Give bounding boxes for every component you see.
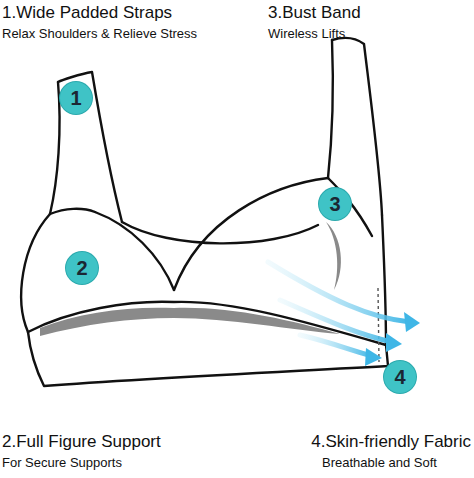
- feature-title: 1.Wide Padded Straps: [2, 3, 172, 23]
- feature-subtitle: For Secure Supports: [2, 456, 122, 471]
- callout-number: 1: [70, 88, 81, 108]
- left-cup-edge: [50, 209, 95, 214]
- arrow-line: [280, 300, 392, 342]
- right-side: [382, 215, 386, 345]
- feature-subtitle: Breathable and Soft: [322, 456, 437, 471]
- feature-title: 2.Full Figure Support: [2, 432, 161, 452]
- feature-title: 4.Skin-friendly Fabric: [311, 432, 471, 452]
- feature-title: 3.Bust Band: [268, 3, 361, 23]
- callout-number: 2: [76, 258, 87, 278]
- callout-circle: 1: [60, 82, 92, 114]
- bra-outline: [21, 38, 388, 386]
- band-bottom: [28, 332, 388, 386]
- breath-arrows: [268, 262, 410, 356]
- arrow-head: [404, 312, 420, 332]
- feature-subtitle: Relax Shoulders & Relieve Stress: [2, 27, 197, 42]
- right-cup-top: [174, 178, 328, 290]
- callout-number: 3: [329, 194, 340, 214]
- gray-support-band: [40, 308, 340, 336]
- left-strap: [58, 72, 122, 222]
- feature-subtitle: Wireless Lifts: [268, 27, 345, 42]
- arrow-head: [365, 348, 382, 366]
- left-cup-top: [95, 212, 174, 290]
- callout-circle: 3: [319, 188, 351, 220]
- left-strap-outer: [50, 82, 60, 214]
- arrow-heads: [365, 312, 420, 366]
- callout-number: 4: [394, 367, 405, 387]
- right-strap-inner: [328, 40, 333, 178]
- left-cup-side: [21, 214, 50, 332]
- hook-line: [378, 288, 379, 362]
- arrow-line: [300, 335, 372, 356]
- arrow-head: [386, 333, 402, 352]
- callout-circle: 2: [66, 252, 98, 284]
- gray-side-band: [326, 222, 341, 290]
- arrow-line: [268, 262, 410, 322]
- callout-circle: 4: [384, 361, 416, 393]
